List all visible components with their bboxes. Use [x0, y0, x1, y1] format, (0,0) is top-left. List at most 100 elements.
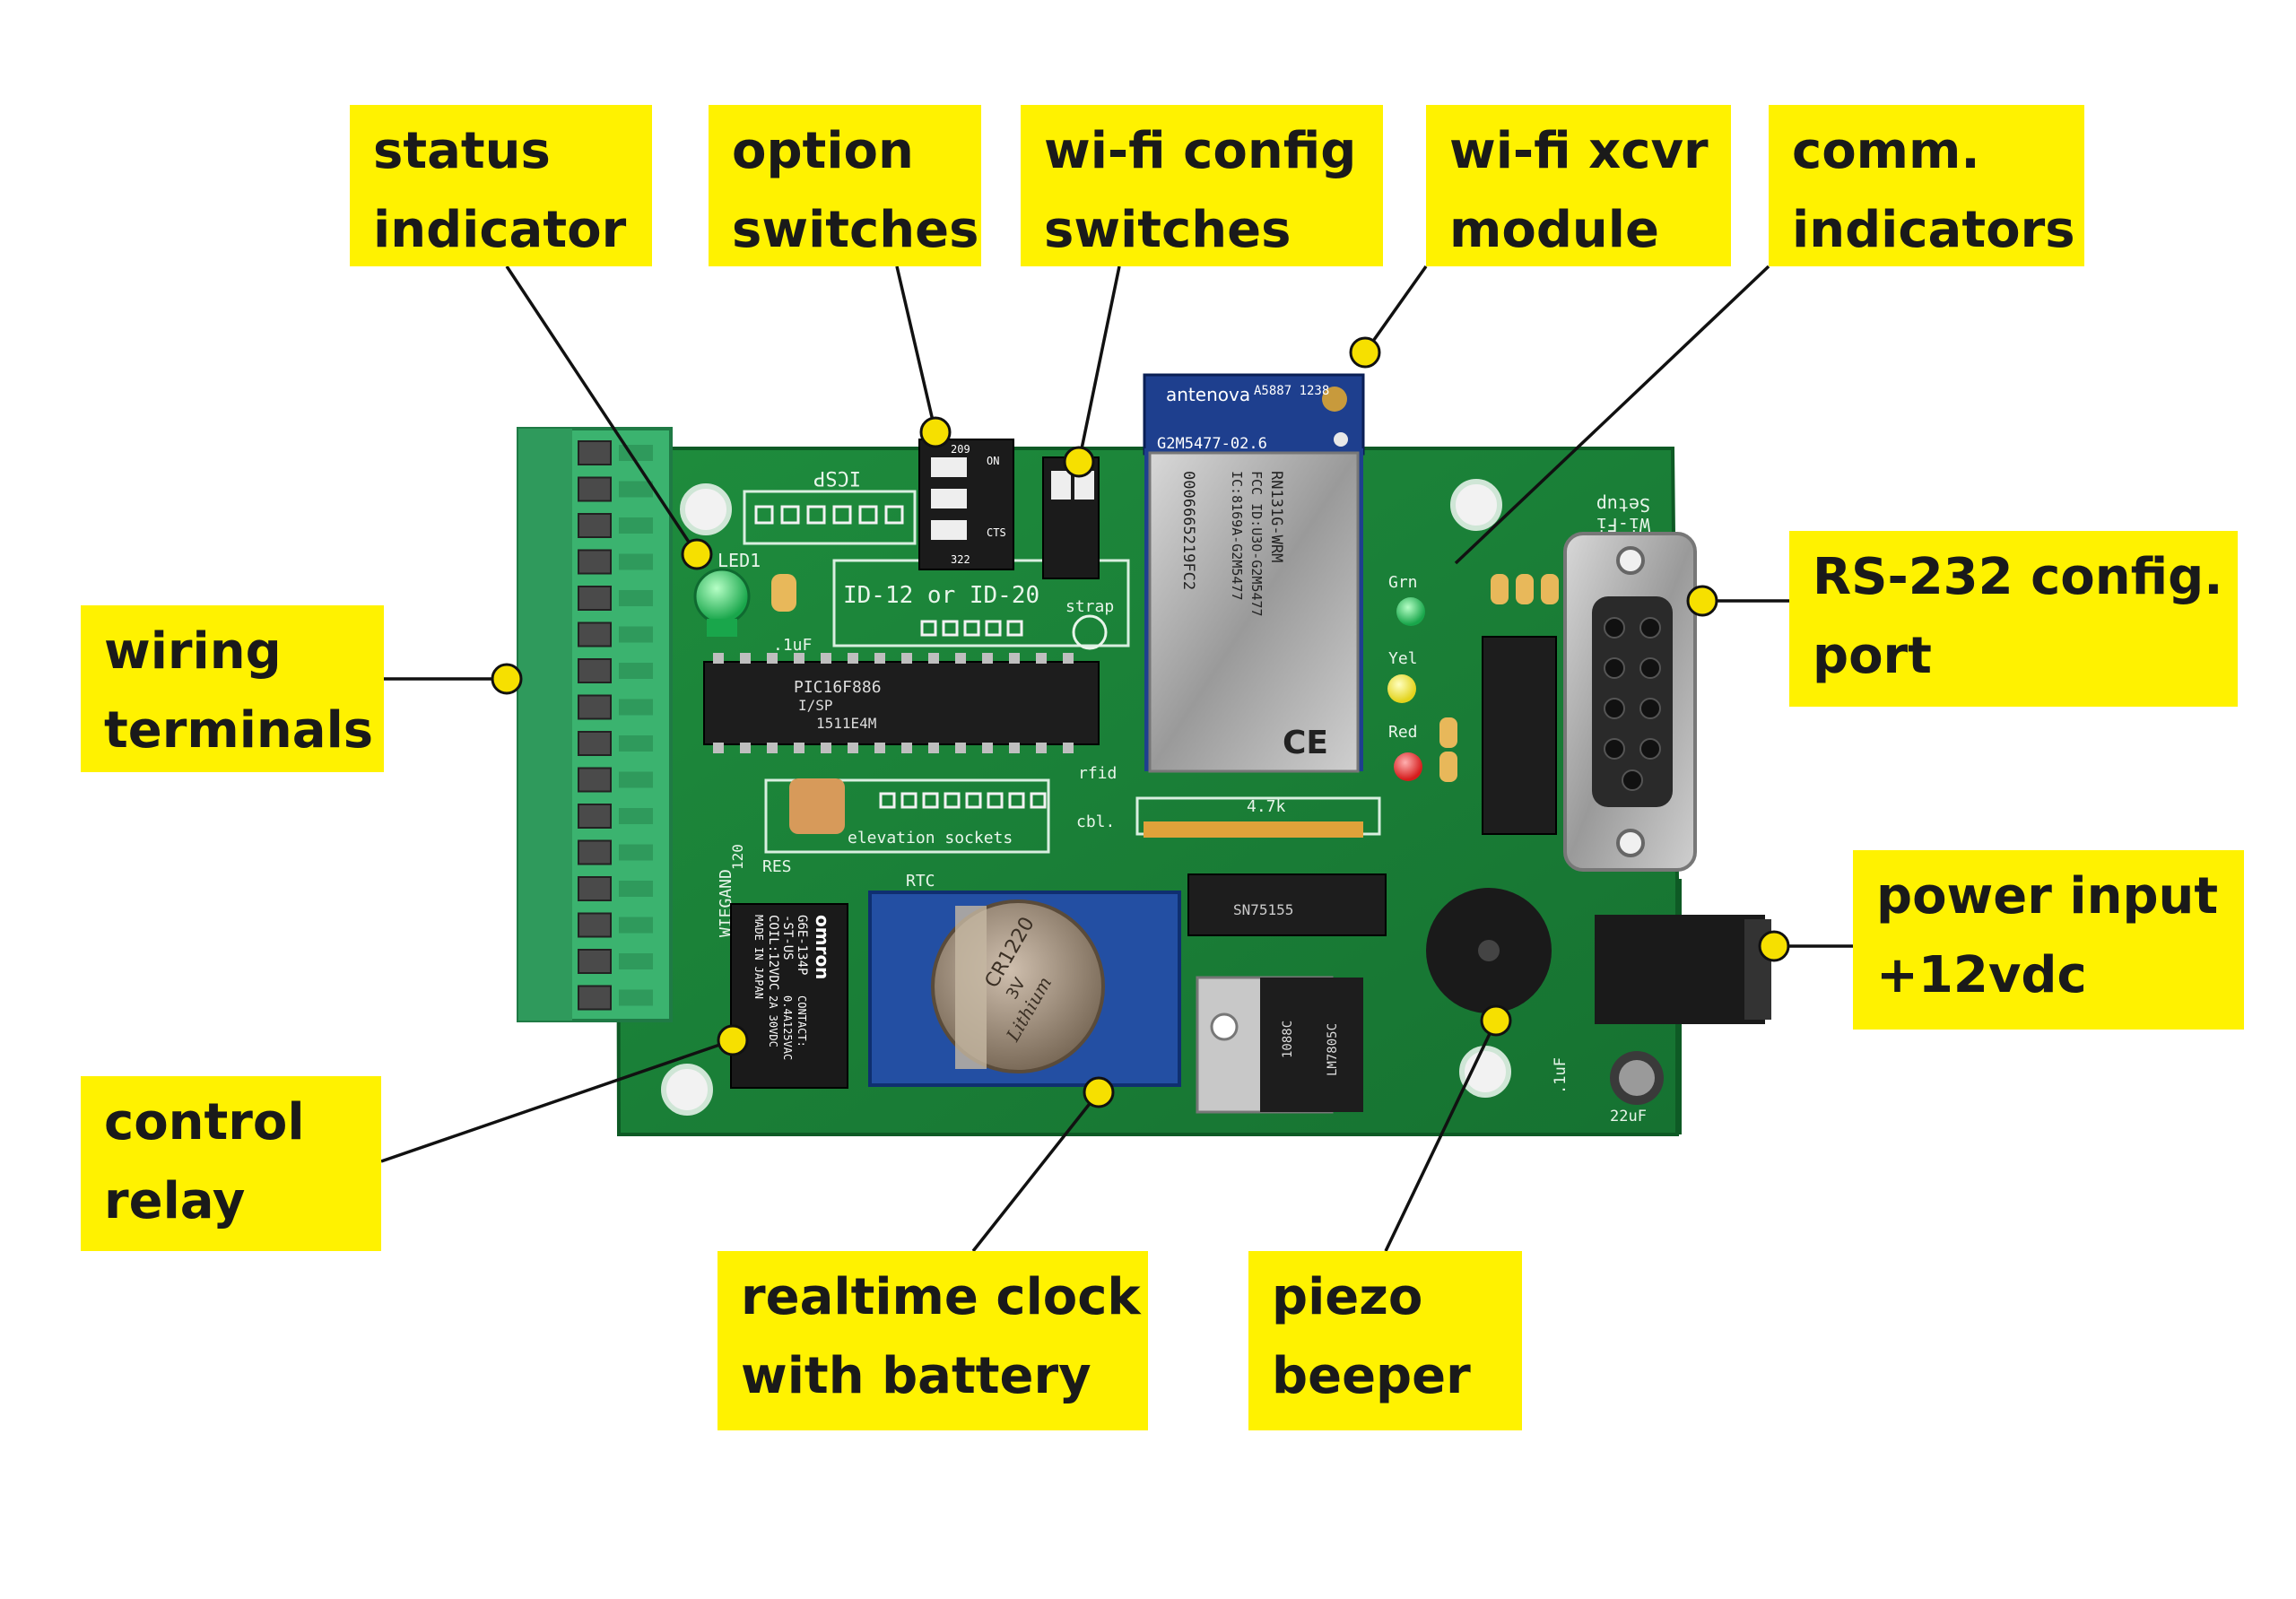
cap22-silk: 22uF	[1610, 1108, 1647, 1125]
callout-line: option	[732, 122, 914, 180]
terminal-screw	[578, 513, 612, 538]
dot-option	[919, 416, 952, 448]
callout-wiring-terminals: wiring terminals	[81, 605, 384, 772]
terminal-slot	[619, 989, 653, 1006]
line-driver-chip	[1187, 873, 1387, 936]
icsp-pad	[858, 505, 878, 525]
mcu-pin	[740, 653, 751, 664]
dot-wifi-module	[1349, 336, 1381, 369]
terminal-screw	[578, 804, 612, 829]
icsp-pad	[832, 505, 852, 525]
callout-line: indicators	[1792, 201, 2075, 259]
callout-line: wiring	[104, 622, 282, 681]
reader-pad	[1006, 620, 1023, 637]
setup-silk: Setup	[1596, 494, 1650, 516]
comm-leds	[1387, 574, 1559, 782]
mcu-pin	[874, 743, 885, 753]
elevation-pad	[900, 792, 918, 809]
terminal-slot	[619, 445, 653, 461]
db9-connector	[1563, 532, 1697, 872]
dot-relay	[717, 1024, 749, 1056]
mcu-pin	[740, 743, 751, 753]
db9-pin	[1639, 738, 1661, 760]
strap-pad	[1072, 614, 1108, 650]
led1-silk: LED1	[718, 550, 761, 571]
mcu-pin	[767, 653, 778, 664]
icsp-pad	[884, 505, 904, 525]
antenna-part: G2M5477-02.6	[1157, 435, 1267, 453]
module-ic: IC:8169A-G2M5477	[1229, 471, 1245, 601]
mcu-pin	[794, 653, 804, 664]
reader-pad	[920, 620, 937, 637]
dip-code: 209	[951, 443, 970, 456]
terminal-slot	[619, 626, 653, 643]
wifi-config-switch-block	[1042, 456, 1100, 579]
elevation-pad	[922, 792, 939, 809]
driver-part: SN75155	[1233, 901, 1293, 918]
terminal-screw	[578, 767, 612, 793]
dot-wifi-switch	[1063, 446, 1095, 478]
antenna-code: A5887 1238	[1254, 384, 1329, 398]
callout-line: port	[1813, 627, 1932, 685]
grn-silk: Grn	[1388, 573, 1418, 592]
dot-rs232	[1686, 585, 1718, 617]
resistor-network	[1144, 821, 1363, 838]
terminal-screw	[578, 949, 612, 974]
cbl-silk: cbl.	[1076, 813, 1115, 831]
res-silk: RES	[762, 857, 792, 876]
callout-option-switches: option switches	[709, 105, 981, 266]
cap-silk: .1uF	[773, 636, 812, 655]
option-switch-block	[918, 439, 1014, 570]
terminal-slot	[619, 735, 653, 752]
callout-line: control	[104, 1093, 305, 1151]
callout-line: +12vdc	[1876, 946, 2087, 1004]
mcu-pin	[821, 653, 831, 664]
rtc-silk: RTC	[906, 872, 935, 891]
callout-line: indicator	[373, 201, 627, 259]
ceramic-capacitor	[789, 778, 845, 834]
mcu-code: 1511E4M	[816, 715, 876, 732]
terminal-screw	[578, 694, 612, 720]
mount-hole	[661, 1064, 713, 1116]
mcu-part: PIC16F886	[794, 678, 882, 697]
antenna-brand: antenova	[1166, 384, 1250, 405]
mount-hole	[1459, 1046, 1511, 1098]
callout-line: RS-232 config.	[1813, 548, 2223, 606]
db9-pin	[1622, 769, 1643, 791]
reader-header	[879, 620, 1047, 809]
callout-wifi-config-switches: wi-fi config switches	[1021, 105, 1383, 266]
terminal-screw	[578, 876, 612, 901]
icsp-header	[754, 505, 904, 525]
mcu-pin	[928, 743, 939, 753]
elevation-silk: elevation sockets	[848, 829, 1013, 847]
elevation-pad	[944, 792, 961, 809]
terminal-slot	[619, 590, 653, 606]
leader-wifi-switch	[1077, 265, 1121, 463]
callout-line: terminals	[104, 701, 374, 760]
electrolytic-capacitor	[1610, 1051, 1664, 1105]
mcu-pin	[901, 743, 912, 753]
microcontroller-chip	[703, 661, 1100, 745]
dot-piezo	[1480, 1004, 1512, 1037]
mcu-pin	[1063, 653, 1074, 664]
reg-code: 1088C	[1281, 1021, 1295, 1058]
terminal-slot	[619, 808, 653, 824]
voltage-regulator	[1196, 976, 1363, 1114]
callout-line: module	[1449, 201, 1659, 259]
callout-line: switches	[732, 201, 979, 259]
red-silk: Red	[1388, 723, 1418, 742]
icsp-silk: ICSP	[813, 466, 861, 489]
terminal-slot	[619, 844, 653, 861]
terminal-slot	[619, 953, 653, 969]
callout-line: realtime clock	[741, 1268, 1141, 1326]
mcu-pin	[713, 653, 724, 664]
terminal-screws	[578, 440, 653, 1011]
mcu-pin	[713, 743, 724, 753]
relay-coil: COIL:12VDC	[766, 915, 780, 990]
mcu-pin	[928, 653, 939, 664]
elevation-pad	[1008, 792, 1025, 809]
db9-pin	[1604, 698, 1625, 719]
piezo-buzzer	[1426, 888, 1552, 1013]
strap-silk: strap	[1065, 597, 1114, 616]
